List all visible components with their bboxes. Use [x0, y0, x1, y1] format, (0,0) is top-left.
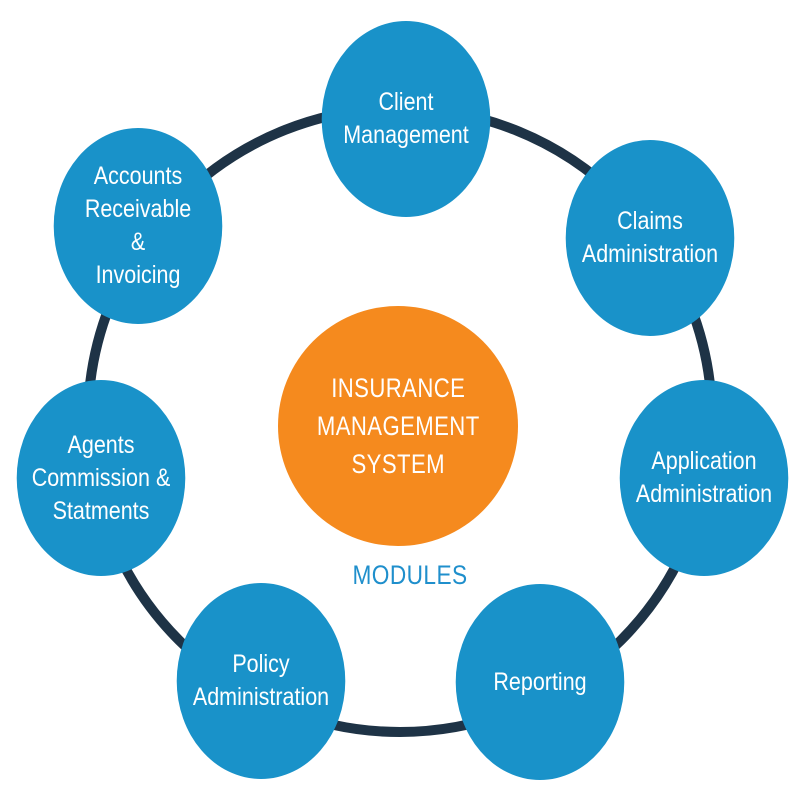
- module-agents-commission-statments: Agents Commission & Statments: [16, 380, 186, 576]
- module-application-administration: Application Administration: [619, 380, 789, 576]
- module-reporting: Reporting: [455, 584, 625, 780]
- module-policy-administration: Policy Administration: [176, 583, 346, 779]
- module-label: Agents Commission & Statments: [31, 430, 171, 525]
- module-label: Policy Administration: [192, 650, 330, 711]
- modules-caption: MODULES: [352, 560, 468, 590]
- module-label: Application Administration: [635, 447, 773, 508]
- module-claims-administration: Claims Administration: [565, 140, 735, 336]
- module-label: Client Management: [343, 88, 469, 149]
- module-label: Reporting: [493, 667, 587, 696]
- center-label: INSURANCE MANAGEMENT SYSTEM: [316, 372, 480, 480]
- module-label: Claims Administration: [581, 207, 719, 268]
- module-accounts-receivable-invoicing: Accounts Receivable & Invoicing: [53, 128, 223, 324]
- module-client-management: Client Management: [321, 21, 491, 217]
- module-label: Accounts Receivable & Invoicing: [84, 162, 192, 289]
- center-node: INSURANCE MANAGEMENT SYSTEM: [278, 306, 518, 546]
